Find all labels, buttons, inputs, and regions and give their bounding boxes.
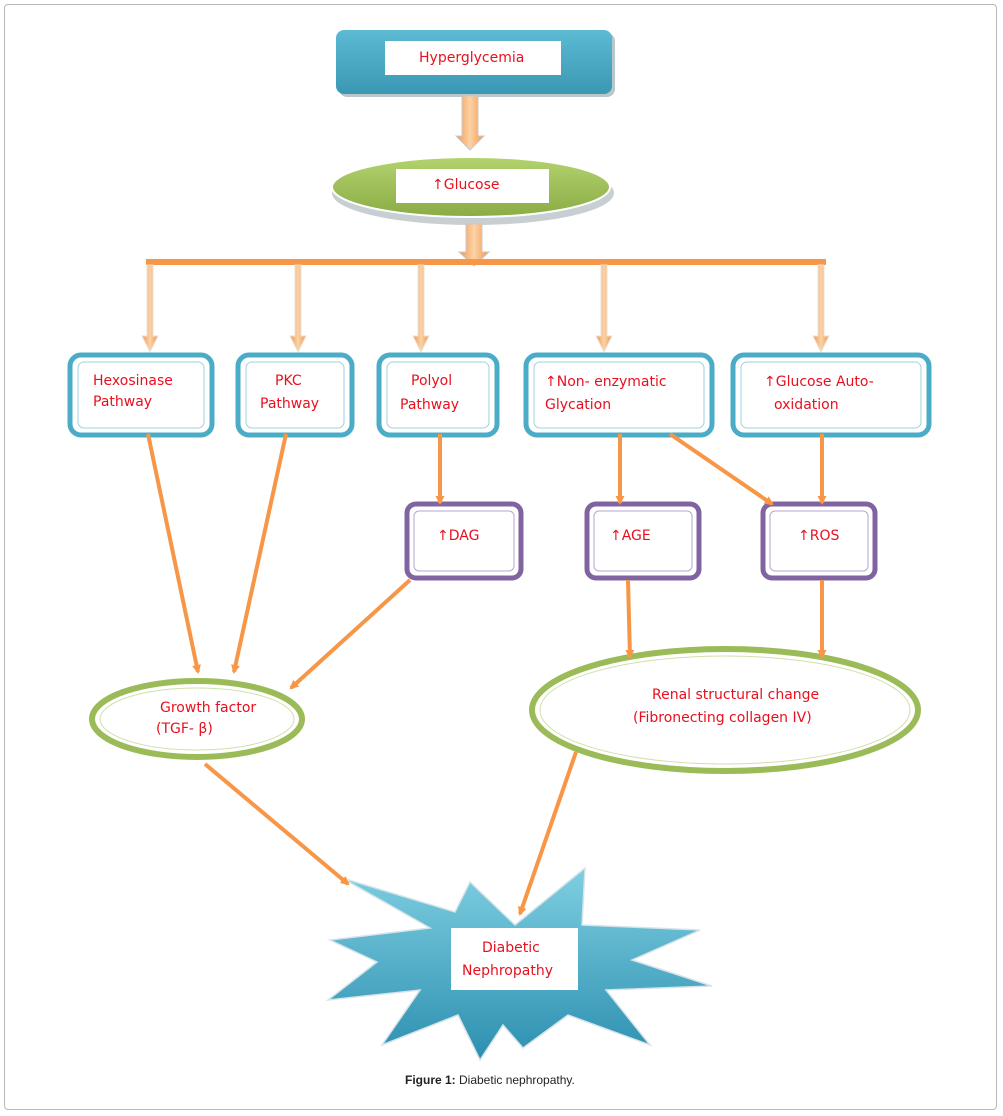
growth-factor-node: Growth factor (TGF- β) bbox=[89, 678, 305, 760]
pkc-label-2: Pathway bbox=[260, 396, 319, 412]
pkc-label-1: PKC bbox=[275, 373, 302, 389]
arrow-growth-factor-to-nephropathy bbox=[203, 762, 350, 886]
growth-factor-label-2: (TGF- β) bbox=[156, 721, 213, 737]
nephropathy-label-2: Nephropathy bbox=[462, 963, 553, 979]
autoxidation-label-2: oxidation bbox=[774, 397, 839, 413]
ros-node: ↑ROS bbox=[760, 501, 878, 581]
age-node: ↑AGE bbox=[584, 501, 702, 581]
caption-label: Figure 1: bbox=[405, 1073, 456, 1087]
arrow-age-to-renal bbox=[625, 579, 635, 659]
growth-factor-label-1: Growth factor bbox=[160, 700, 256, 716]
dag-label: ↑DAG bbox=[437, 528, 479, 544]
glucose-node: ↑Glucose bbox=[331, 156, 614, 225]
figure-caption: Figure 1: Diabetic nephropathy. bbox=[405, 1073, 575, 1087]
hyperglycemia-label: Hyperglycemia bbox=[419, 50, 524, 66]
autoxidation-label-1: ↑Glucose Auto- bbox=[764, 374, 874, 390]
hyperglycemia-node: Hyperglycemia bbox=[336, 30, 615, 97]
figure-frame bbox=[4, 4, 997, 1110]
pkc-pathway-node: PKC Pathway bbox=[235, 352, 355, 438]
drop-arrow-polyol bbox=[412, 264, 430, 354]
polyol-label-1: Polyol bbox=[411, 373, 452, 389]
drop-arrow-hexosinase bbox=[141, 264, 159, 354]
arrow-renal-to-nephropathy bbox=[518, 751, 578, 916]
glucose-label: ↑Glucose bbox=[432, 177, 500, 193]
hexosinase-label-2: Pathway bbox=[93, 394, 152, 410]
ros-label: ↑ROS bbox=[798, 528, 839, 544]
renal-label-1: Renal structural change bbox=[652, 687, 819, 703]
renal-structural-change-node: Renal structural change (Fibronecting co… bbox=[529, 646, 921, 774]
polyol-pathway-node: Polyol Pathway bbox=[376, 352, 500, 438]
nephropathy-label-1: Diabetic bbox=[482, 940, 540, 956]
dag-node: ↑DAG bbox=[404, 501, 524, 581]
drop-arrow-pkc bbox=[289, 264, 307, 354]
age-label: ↑AGE bbox=[610, 528, 651, 544]
caption-text: Diabetic nephropathy. bbox=[456, 1073, 575, 1087]
drop-arrow-nonenzymatic bbox=[595, 264, 613, 354]
nonenzymatic-glycation-node: ↑Non- enzymatic Glycation bbox=[523, 352, 715, 438]
distribution-bar bbox=[141, 259, 830, 354]
drop-arrow-autoxidation bbox=[812, 264, 830, 354]
arrow-hexosinase-to-growth-factor bbox=[146, 433, 201, 674]
nonenzymatic-label-2: Glycation bbox=[545, 397, 611, 413]
connectors bbox=[146, 432, 827, 916]
diabetic-nephropathy-node: Diabetic Nephropathy bbox=[325, 866, 713, 1062]
arrow-dag-to-growth-factor bbox=[289, 578, 412, 690]
nonenzymatic-label-1: ↑Non- enzymatic bbox=[545, 374, 667, 390]
renal-label-2: (Fibronecting collagen IV) bbox=[633, 710, 812, 726]
hyperglycemia-to-glucose-arrow bbox=[454, 95, 486, 151]
polyol-label-2: Pathway bbox=[400, 397, 459, 413]
glucose-autoxidation-node: ↑Glucose Auto- oxidation bbox=[730, 352, 932, 438]
arrow-nonenzymatic-to-ros bbox=[668, 432, 774, 506]
arrow-pkc-to-growth-factor bbox=[231, 433, 288, 674]
hexosinase-pathway-node: Hexosinase Pathway bbox=[67, 352, 215, 438]
hexosinase-label-1: Hexosinase bbox=[93, 373, 173, 389]
